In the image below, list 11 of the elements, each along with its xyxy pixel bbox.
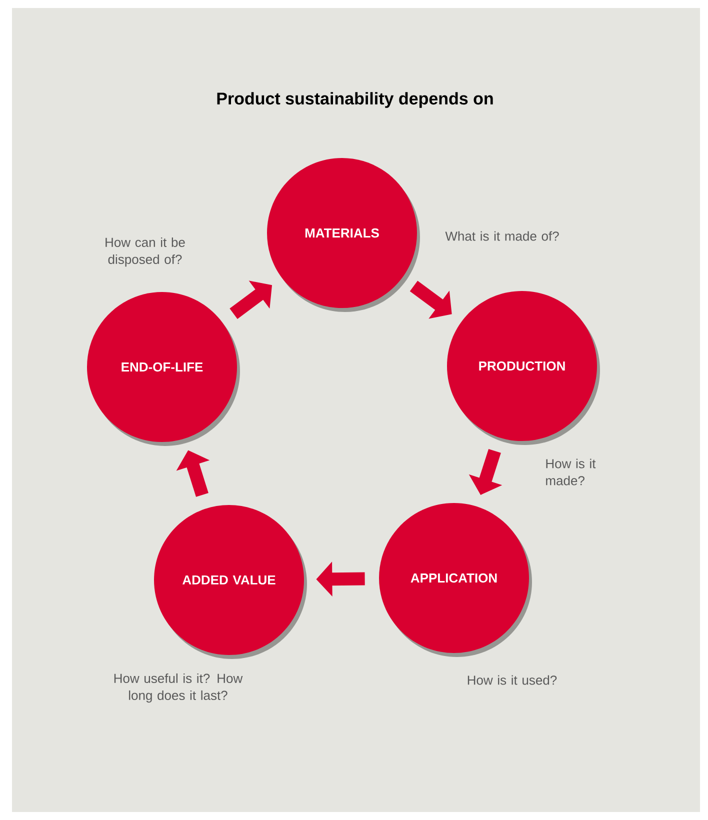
question-text: How useful is it? How long does it last? (114, 673, 243, 703)
circle-node: ADDED VALUE (154, 505, 307, 659)
circle-node: END-OF-LIFE (87, 292, 240, 446)
question-text: What is it made of? (445, 231, 559, 241)
question-text: How can it be disposed of? (106, 237, 185, 267)
circle-node: MATERIALS (267, 158, 420, 312)
question-text: How is it used? (468, 675, 557, 685)
circle-node: APPLICATION (379, 503, 532, 657)
question-text: How is it made? (546, 458, 596, 486)
title: Product sustainability depends on (217, 92, 493, 108)
circle-node: PRODUCTION (447, 291, 600, 445)
